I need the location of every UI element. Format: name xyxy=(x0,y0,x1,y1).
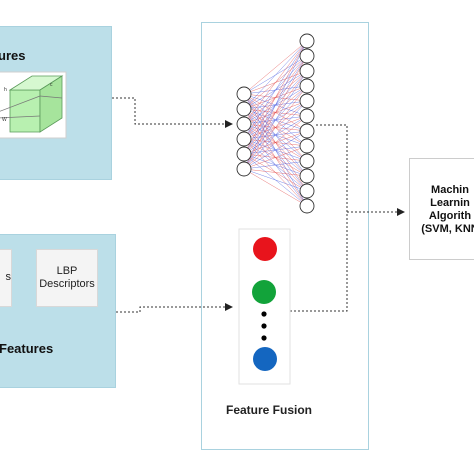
network-edge xyxy=(243,160,308,170)
network-edge xyxy=(243,40,308,125)
network-edge xyxy=(243,40,308,140)
output-neuron xyxy=(299,108,315,124)
ml-line-2: Learnin xyxy=(430,197,470,209)
feature-fusion-label: Feature Fusion xyxy=(226,403,313,417)
output-neuron xyxy=(299,48,315,64)
output-neuron xyxy=(299,123,315,139)
output-neuron xyxy=(299,63,315,79)
output-neuron xyxy=(299,138,315,154)
network-edge xyxy=(243,100,308,170)
ellipsis-dot-3 xyxy=(261,335,267,341)
network-edge xyxy=(243,168,308,177)
connector-handcrafted-to-fusion xyxy=(116,303,233,313)
network-edges xyxy=(243,40,308,207)
network-edge xyxy=(243,168,308,192)
network-nodes xyxy=(236,33,315,214)
input-neuron xyxy=(236,116,252,132)
fused-red-dot xyxy=(253,237,277,261)
network-edge xyxy=(243,40,308,110)
input-neuron xyxy=(236,86,252,102)
cube-label-h: h xyxy=(4,87,7,93)
network-edge xyxy=(243,115,308,170)
network-edge xyxy=(243,40,308,155)
network-edge xyxy=(243,85,308,170)
output-neuron xyxy=(299,183,315,199)
output-neuron xyxy=(299,153,315,169)
input-neuron xyxy=(236,101,252,117)
cnn-features-title: ures xyxy=(0,48,26,63)
output-neuron xyxy=(299,198,315,214)
output-neuron xyxy=(299,168,315,184)
input-neuron xyxy=(236,146,252,162)
output-neuron xyxy=(299,33,315,49)
input-neuron xyxy=(236,161,252,177)
network-edge xyxy=(243,40,308,170)
ellipsis-dot-2 xyxy=(261,323,267,329)
network-edge xyxy=(243,168,308,207)
cube-label-w: W xyxy=(2,117,7,123)
input-neuron xyxy=(236,131,252,147)
connector-fusion-to-merge xyxy=(290,212,348,312)
ml-line-4: (SVM, KNN xyxy=(421,223,474,235)
descriptor-box-left-label: s xyxy=(5,271,12,284)
ml-line-1: Machin xyxy=(431,184,469,196)
output-neuron xyxy=(299,93,315,109)
network-edge xyxy=(243,55,308,170)
fused-green-dot xyxy=(252,280,276,304)
network-edge xyxy=(243,70,308,170)
lbp-descriptors-label: LBP Descriptors xyxy=(39,264,95,290)
network-edge xyxy=(243,40,308,95)
lbp-descriptors-box: LBP Descriptors xyxy=(36,249,98,307)
connector-cnn-to-network xyxy=(112,97,233,128)
network-edge xyxy=(243,130,308,170)
fused-blue-dot xyxy=(253,347,277,371)
descriptor-box-left: s xyxy=(0,249,12,307)
output-neuron xyxy=(299,78,315,94)
network-edge xyxy=(243,145,308,170)
ml-classifier-box xyxy=(409,158,474,260)
ml-classifier-text: Machin Learnin Algorith (SVM, KNN xyxy=(420,184,474,236)
ellipsis-dot-1 xyxy=(261,311,267,317)
handcrafted-features-title: Features xyxy=(0,341,54,356)
ml-line-3: Algorith xyxy=(428,210,472,222)
connector-network-to-merge xyxy=(316,124,348,212)
cube-label-c: c xyxy=(50,82,53,88)
feature-map-image xyxy=(0,71,67,139)
